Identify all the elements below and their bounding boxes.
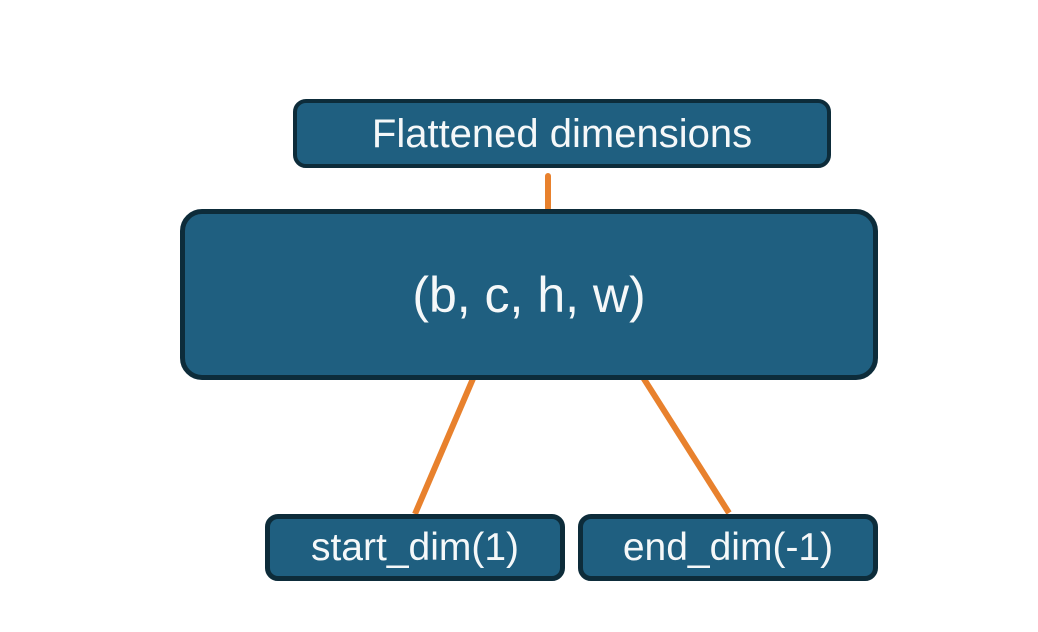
end-dim-box: end_dim(-1) bbox=[578, 514, 878, 581]
flattened-dimensions-box: Flattened dimensions bbox=[293, 99, 831, 168]
flattened-dimensions-label: Flattened dimensions bbox=[371, 111, 753, 156]
start-dim-box: start_dim(1) bbox=[265, 514, 565, 581]
tensor-shape-box: (b, c, h, w) bbox=[180, 209, 878, 380]
tensor-shape-label: (b, c, h, w) bbox=[412, 266, 646, 323]
start-dim-label: start_dim(1) bbox=[310, 526, 520, 569]
end-dim-label: end_dim(-1) bbox=[622, 526, 834, 569]
